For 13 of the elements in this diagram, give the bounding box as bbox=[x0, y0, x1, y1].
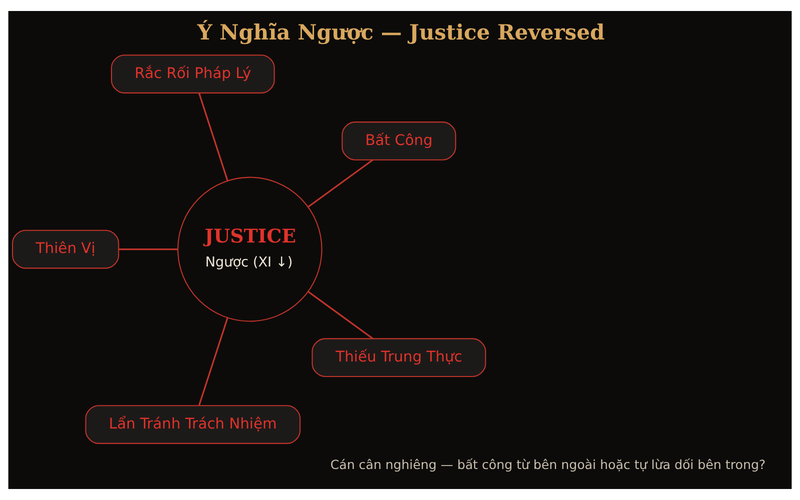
caption: Cán cân nghiêng — bất công từ bên ngoài hoặc tự lừa dối bên trong? bbox=[330, 457, 766, 472]
connector bbox=[198, 92, 228, 181]
node-box: Thiên Vị bbox=[12, 230, 120, 269]
connector bbox=[198, 318, 228, 406]
connector bbox=[118, 248, 178, 250]
node-box: Rắc Rối Pháp Lý bbox=[110, 54, 275, 94]
node-box: Bất Công bbox=[342, 122, 456, 160]
diagram-title: Ý Nghĩa Ngược — Justice Reversed bbox=[197, 19, 605, 44]
node-box: Thiếu Trung Thực bbox=[312, 338, 486, 377]
node-circle: JUSTICE Ngược (XI ↓) bbox=[177, 176, 322, 322]
connector bbox=[308, 291, 374, 340]
connector bbox=[308, 159, 374, 208]
node-box: Lẩn Tránh Trách Nhiệm bbox=[85, 405, 301, 444]
